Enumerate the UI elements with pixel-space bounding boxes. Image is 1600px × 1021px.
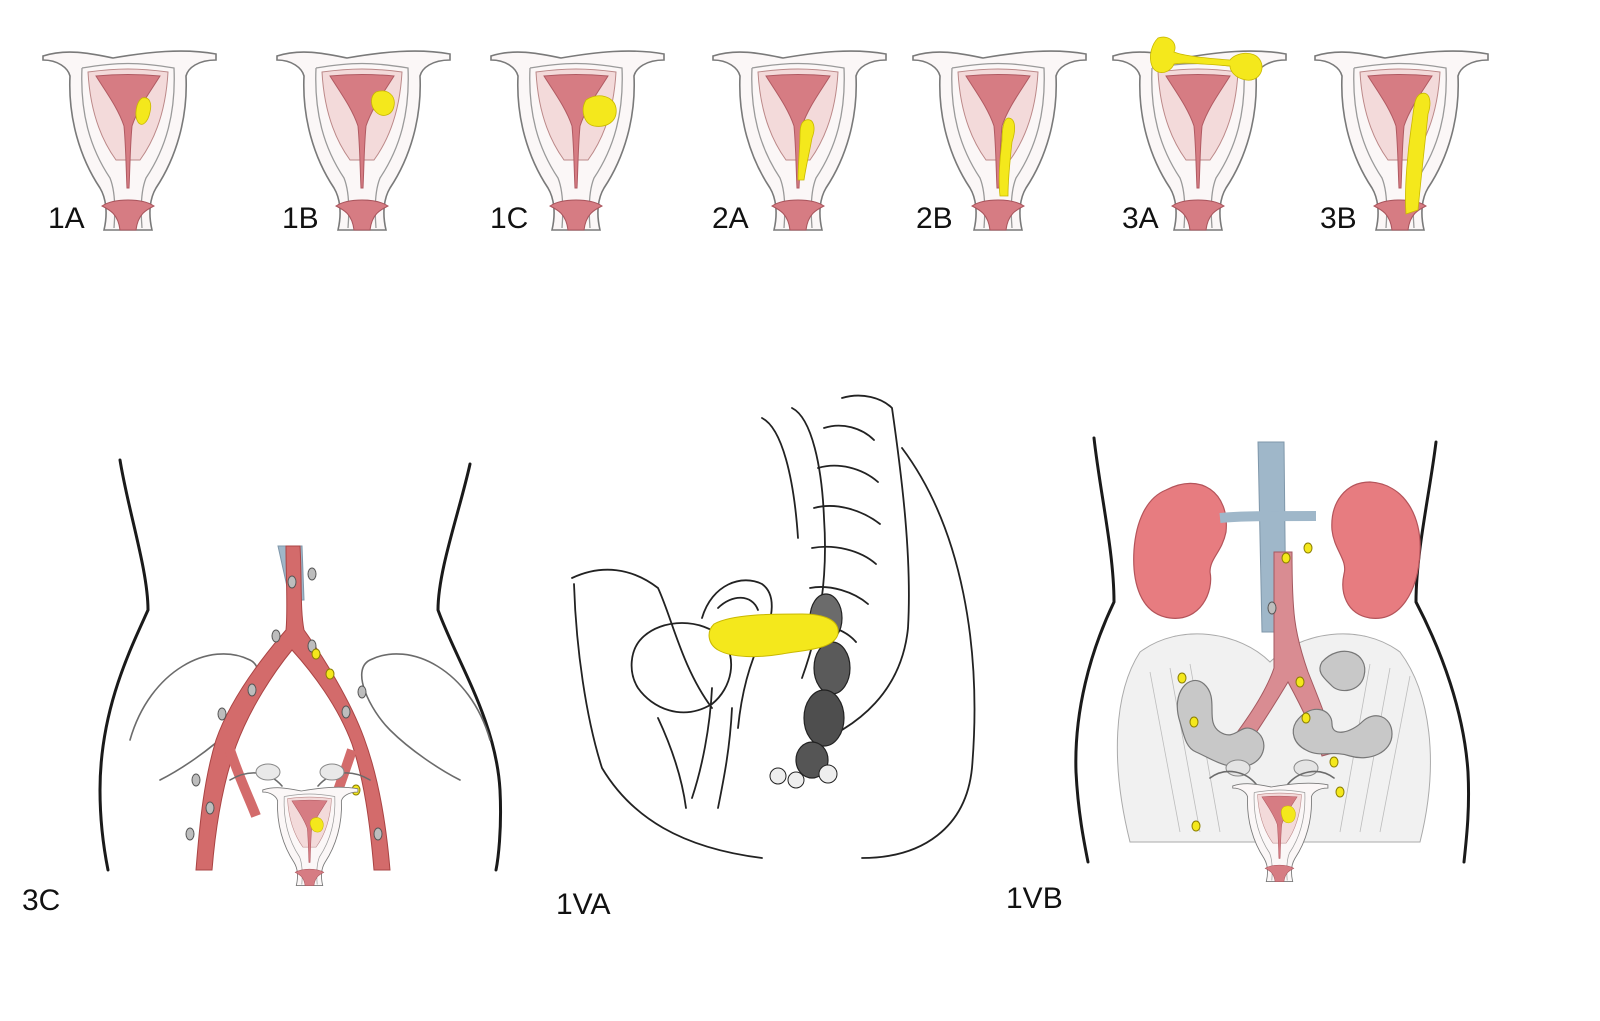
panel-label-1VB: 1VB: [1006, 882, 1063, 915]
uterus-2A-diagram: [712, 50, 887, 231]
sagittal-pelvis-1VA-diagram: [571, 394, 976, 859]
tumor-1C: [582, 95, 617, 127]
positive-nodes-1VB: [1177, 542, 1345, 832]
panel-label-1C: 1C: [490, 202, 529, 235]
tumor-1VA: [708, 613, 839, 658]
pelvic-vessels-3C-diagram: [98, 458, 503, 887]
panel-label-2B: 2B: [916, 202, 953, 235]
panel-label-1A: 1A: [48, 202, 85, 235]
body-outline-left: [98, 458, 150, 872]
kidney-left: [1133, 482, 1227, 619]
panel-label-3A: 3A: [1122, 202, 1159, 235]
tumor-1A: [135, 97, 152, 125]
tumor-2A: [797, 119, 815, 181]
panel-label-3B: 3B: [1320, 202, 1357, 235]
lymph-nodes-3C: [185, 567, 383, 841]
body-outline-right: [436, 462, 503, 872]
uterus-3A-diagram: [1112, 36, 1287, 231]
uterus-2B-diagram: [912, 50, 1087, 231]
kidney-right: [1331, 481, 1421, 619]
panel-label-2A: 2A: [712, 202, 749, 235]
panel-label-1VA: 1VA: [556, 888, 611, 921]
tumor-1B: [371, 90, 395, 116]
uterus-3B-diagram: [1314, 50, 1489, 231]
rectum: [795, 593, 851, 779]
uterus-1A-diagram: [42, 50, 217, 231]
tumor-2B: [998, 117, 1016, 197]
bowel-loops: [1176, 650, 1393, 768]
tumor-3A: [1150, 36, 1263, 81]
body-outline-left-1VB: [1074, 436, 1116, 864]
tumor-3B: [1405, 92, 1431, 215]
panel-label-3C: 3C: [22, 884, 61, 917]
body-outline-right-1VB: [1414, 440, 1471, 864]
uterus-1B-diagram: [276, 50, 451, 231]
panel-label-1B: 1B: [282, 202, 319, 235]
lymph-nodes-1VB: [1267, 601, 1277, 615]
uterus-1C-diagram: [490, 50, 665, 231]
abdomen-kidneys-1VB-diagram: [1074, 436, 1471, 883]
